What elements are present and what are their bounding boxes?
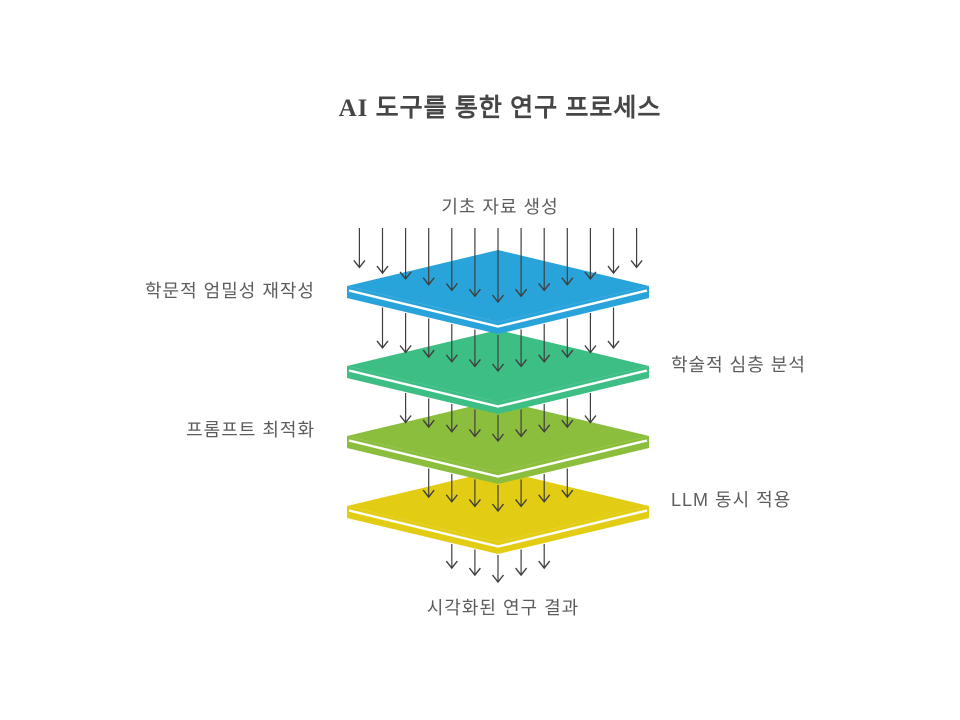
flow-arrowhead-icon	[399, 271, 412, 281]
flow-arrowhead-icon	[607, 265, 620, 275]
arrow-set-0	[353, 228, 643, 304]
flow-arrowhead-icon	[538, 354, 551, 363]
flow-arrowhead-icon	[584, 271, 597, 281]
arrow-set-1	[376, 307, 620, 373]
layer-slab-2-side	[347, 366, 649, 414]
flow-arrowhead-icon	[445, 354, 458, 363]
flow-arrowhead-icon	[491, 294, 505, 304]
layer-slab-3-side	[347, 436, 649, 484]
flow-arrowhead-icon	[445, 282, 458, 292]
flow-arrowhead-icon	[399, 415, 412, 424]
layer-label-4: LLM 동시 적용	[671, 490, 792, 510]
flow-arrowhead-icon	[538, 494, 551, 503]
flow-arrowhead-icon	[515, 428, 528, 438]
layer-slab-1-side	[347, 286, 649, 334]
arrow-set-4	[445, 544, 551, 584]
flow-arrowhead-icon	[538, 560, 551, 570]
flow-arrowhead-icon	[422, 349, 435, 359]
flow-arrowhead-icon	[515, 567, 528, 577]
flow-arrowhead-icon	[607, 340, 620, 350]
flow-arrowhead-icon	[422, 419, 435, 429]
layer-slab-3-highlight	[348, 439, 648, 478]
flow-arrowhead-icon	[491, 574, 505, 584]
flow-arrowhead-icon	[445, 494, 458, 503]
flow-arrowhead-icon	[399, 345, 412, 354]
flow-arrowhead-icon	[515, 288, 528, 298]
flow-arrowhead-icon	[538, 424, 551, 433]
flow-arrowhead-icon	[445, 424, 458, 433]
flow-arrowhead-icon	[491, 503, 505, 513]
flow-arrowhead-icon	[468, 288, 481, 298]
flow-arrowhead-icon	[468, 567, 481, 577]
layer-slab-4-highlight	[348, 509, 648, 548]
flow-arrowhead-icon	[468, 358, 481, 368]
flow-arrowhead-icon	[515, 358, 528, 368]
flow-arrowhead-icon	[491, 433, 505, 443]
flow-arrowhead-icon	[376, 340, 389, 350]
layer-slab-1-highlight	[348, 289, 648, 328]
layer-label-3: 프롬프트 최적화	[186, 420, 315, 440]
flow-arrowhead-icon	[561, 277, 574, 286]
flow-arrowhead-icon	[422, 277, 435, 286]
flow-arrowhead-icon	[515, 498, 528, 508]
flow-arrowhead-icon	[353, 259, 366, 269]
output-node-label: 시각화된 연구 결과	[426, 598, 580, 618]
flow-arrowhead-icon	[376, 265, 389, 275]
flow-arrowhead-icon	[491, 363, 505, 373]
layer-label-1: 학문적 엄밀성 재작성	[144, 281, 315, 301]
layer-label-2: 학술적 심층 분석	[671, 355, 806, 375]
layer-slab-4-side	[347, 506, 649, 554]
layer-slab-2-highlight	[348, 369, 648, 408]
flow-arrowhead-icon	[422, 489, 435, 499]
arrow-set-3	[422, 468, 574, 513]
flow-arrowhead-icon	[630, 259, 643, 269]
flow-arrowhead-icon	[584, 415, 597, 424]
flow-arrowhead-icon	[561, 419, 574, 429]
flow-arrowhead-icon	[468, 428, 481, 438]
flow-arrowhead-icon	[561, 349, 574, 359]
diagram-title: AI 도구를 통한 연구 프로세스	[338, 95, 662, 122]
flow-arrowhead-icon	[561, 489, 574, 499]
flow-arrowhead-icon	[445, 560, 458, 570]
flow-arrowhead-icon	[538, 282, 551, 292]
input-node-label: 기초 자료 생성	[441, 197, 559, 217]
arrow-set-2	[399, 393, 597, 443]
flow-arrowhead-icon	[584, 345, 597, 354]
flow-arrowhead-icon	[468, 498, 481, 508]
